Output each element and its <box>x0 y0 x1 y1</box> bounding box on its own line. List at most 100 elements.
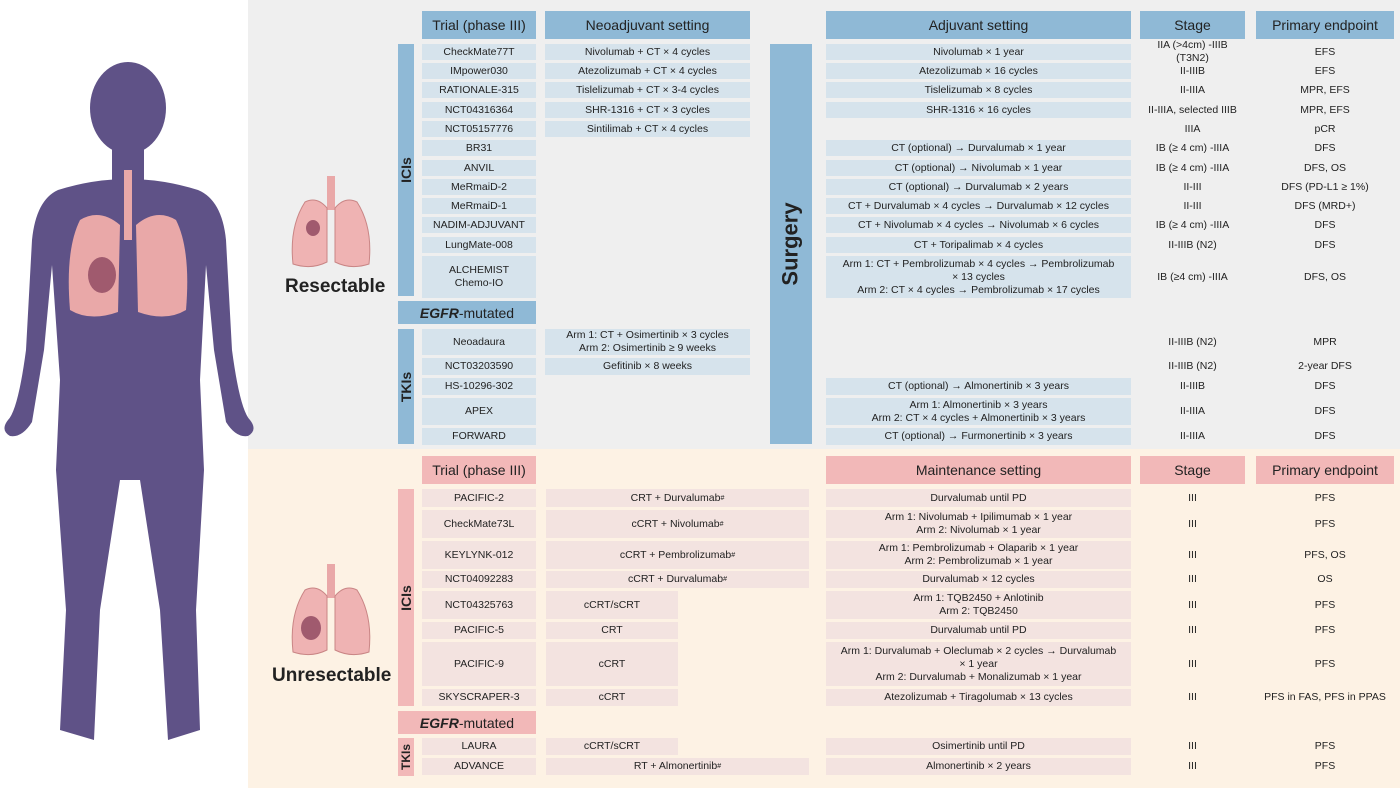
endpoint-cell: DFS <box>1314 238 1336 251</box>
adjuvant-cell: CT (optional) → Furmonertinib × 3 years <box>826 428 1131 445</box>
stage-cell: IB (≥4 cm) -IIIA <box>1157 270 1228 283</box>
neoadjuvant-cell: SHR-1316 + CT × 3 cycles <box>545 102 750 118</box>
stage-cell: II-IIIB (N2) <box>1168 360 1217 372</box>
stage-cell: II-IIIA, selected IIIB <box>1148 103 1237 116</box>
trial-cell: NCT05157776 <box>422 121 536 137</box>
resectable-lungs-icon <box>291 176 371 268</box>
icis-bar-unresectable: ICIs <box>398 489 414 706</box>
stage-cell: II-III <box>1183 180 1202 193</box>
trial-cell: Neoadaura <box>422 329 536 355</box>
maintenance-cell: Osimertinib until PD <box>826 738 1131 755</box>
endpoint-cell: PFS <box>1314 657 1336 670</box>
endpoint-cell: DFS <box>1314 430 1336 442</box>
endpoint-cell: EFS <box>1314 45 1336 58</box>
endpoint-cell: PFS, OS <box>1304 548 1346 561</box>
stage-cell: III <box>1188 760 1197 772</box>
endpoint-cell: DFS (MRD+) <box>1294 199 1356 212</box>
endpoint-cell: DFS, OS <box>1303 270 1346 283</box>
treatment-cell: cCRT/sCRT <box>546 591 678 619</box>
neoadjuvant-cell: Gefitinib × 8 weeks <box>545 358 750 375</box>
adjuvant-cell: CT + Nivolumab × 4 cycles → Nivolumab × … <box>826 217 1131 233</box>
maintenance-cell: Durvalumab until PD <box>826 489 1131 507</box>
endpoint-cell: PFS <box>1314 517 1336 530</box>
endpoint-cell: DFS <box>1314 380 1336 392</box>
stage-cell: III <box>1188 573 1197 585</box>
stage-cell: II-IIIA <box>1179 405 1206 417</box>
maintenance-cell: Almonertinib × 2 years <box>826 758 1131 775</box>
header-trial-unresectable: Trial (phase III) <box>422 456 536 484</box>
stage-cell: IIIA <box>1184 122 1201 135</box>
trial-cell: APEX <box>422 398 536 425</box>
trial-cell: SKYSCRAPER-3 <box>422 689 536 706</box>
trial-cell: ANVIL <box>422 160 536 176</box>
tkis-bar-resectable: TKIs <box>398 329 414 444</box>
adjuvant-cell: CT (optional) → Almonertinib × 3 years <box>826 378 1131 395</box>
stage-cell: III <box>1188 548 1197 561</box>
endpoint-cell: PFS <box>1314 491 1336 504</box>
maintenance-cell: Arm 1: Pembrolizumab + Olaparib × 1 year… <box>826 541 1131 569</box>
header-neoadjuvant: Neoadjuvant setting <box>545 11 750 39</box>
egfr-mutated-unresectable: EGFR-mutated <box>398 711 536 734</box>
adjuvant-cell: CT (optional) → Durvalumab × 1 year <box>826 140 1131 156</box>
stage-cell: II-IIIA <box>1179 83 1206 96</box>
maintenance-cell: Arm 1: Durvalumab + Oleclumab × 2 cycles… <box>826 642 1131 686</box>
human-body-figure <box>4 62 254 740</box>
adjuvant-cell: CT (optional) → Durvalumab × 2 years <box>826 179 1131 195</box>
adjuvant-cell: Arm 1: CT + Pembrolizumab × 4 cycles → P… <box>826 256 1131 298</box>
stage-cell: II-III <box>1183 199 1202 212</box>
adjuvant-cell: CT + Durvalumab × 4 cycles → Durvalumab … <box>826 198 1131 214</box>
adjuvant-cell: Nivolumab × 1 year <box>826 44 1131 60</box>
treatment-cell: cCRT <box>546 642 678 686</box>
unresectable-label: Unresectable <box>272 665 392 686</box>
stage-cell: IIA (>4cm) -IIIB (T3N2) <box>1157 39 1228 64</box>
endpoint-cell: DFS <box>1314 218 1336 231</box>
stage-cell: IB (≥ 4 cm) -IIIA <box>1155 161 1230 174</box>
trial-cell: HS-10296-302 <box>422 378 536 395</box>
egfr-mutated-resectable: EGFR-mutated <box>398 301 536 324</box>
trial-cell: NCT04316364 <box>422 102 536 118</box>
header-stage: Stage <box>1140 11 1245 39</box>
neoadjuvant-cell: Tislelizumab + CT × 3-4 cycles <box>545 82 750 98</box>
neoadjuvant-cell: Sintilimab + CT × 4 cycles <box>545 121 750 137</box>
endpoint-cell: 2-year DFS <box>1298 360 1352 372</box>
endpoint-cell: PFS <box>1314 624 1336 636</box>
endpoint-cell: EFS <box>1314 64 1336 77</box>
endpoint-cell: PFS <box>1314 760 1336 772</box>
treatment-cell: cCRT <box>546 689 678 706</box>
stage-cell: III <box>1188 491 1197 504</box>
trial-cell: LungMate-008 <box>422 237 536 253</box>
stage-cell: III <box>1188 657 1197 670</box>
stage-cell: IB (≥ 4 cm) -IIIA <box>1155 141 1230 154</box>
lungs-icon <box>68 170 188 317</box>
trial-cell: IMpower030 <box>422 63 536 79</box>
treatment-cell: cCRT + Pembrolizumab# <box>546 541 809 569</box>
endpoint-cell: DFS (PD-L1 ≥ 1%) <box>1281 180 1369 193</box>
endpoint-cell: PFS <box>1314 598 1336 611</box>
neoadjuvant-cell: Atezolizumab + CT × 4 cycles <box>545 63 750 79</box>
neoadjuvant-cell: Nivolumab + CT × 4 cycles <box>545 44 750 60</box>
endpoint-cell: PFS <box>1314 740 1336 752</box>
stage-cell: II-IIIA <box>1179 430 1206 442</box>
endpoint-cell: OS <box>1317 573 1333 585</box>
trial-cell: MeRmaiD-2 <box>422 179 536 195</box>
stage-cell: IB (≥ 4 cm) -IIIA <box>1155 218 1230 231</box>
stage-cell: III <box>1188 624 1197 636</box>
stage-cell: II-IIIB (N2) <box>1168 335 1217 348</box>
trial-cell: ADVANCE <box>422 758 536 775</box>
endpoint-cell: DFS, OS <box>1303 161 1346 174</box>
stage-cell: II-IIIB (N2) <box>1168 238 1217 251</box>
surgery-bar: Surgery <box>770 44 812 444</box>
treatment-cell: CRT <box>546 622 678 639</box>
adjuvant-cell: Tislelizumab × 8 cycles <box>826 82 1131 98</box>
adjuvant-cell: CT (optional) → Nivolumab × 1 year <box>826 160 1131 176</box>
trial-cell: PACIFIC-5 <box>422 622 536 639</box>
endpoint-cell: DFS <box>1314 141 1336 154</box>
trial-cell: CheckMate77T <box>422 44 536 60</box>
trial-cell: NCT04092283 <box>422 571 536 588</box>
icis-bar-resectable: ICIs <box>398 44 414 296</box>
trial-cell: NCT03203590 <box>422 358 536 375</box>
